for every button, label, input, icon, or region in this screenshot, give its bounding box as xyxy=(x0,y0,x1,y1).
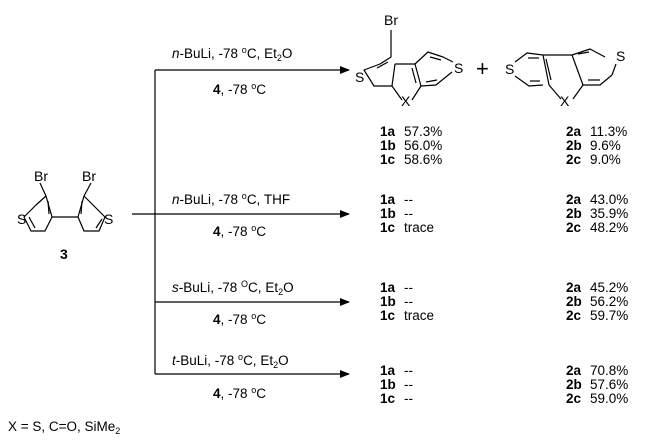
starting-material-s-right: S xyxy=(104,211,114,227)
route-3-result-row: 1a-- xyxy=(380,280,413,295)
route-2-result-row: 1b-- xyxy=(380,206,413,221)
product-2-s-right: S xyxy=(616,48,626,64)
starting-material-label: 3 xyxy=(60,246,68,262)
route-2-conditions-above: n-BuLi, -78 oC, THF xyxy=(172,191,291,208)
route-4-conditions-above: t-BuLi, -78 oC, Et2O xyxy=(172,352,289,370)
route-3-conditions-above: s-BuLi, -78 OC, Et2O xyxy=(172,279,294,297)
product-2-structure xyxy=(514,48,617,100)
route-4-result-row: 1c-- xyxy=(380,391,413,406)
plus-sign: + xyxy=(476,56,489,81)
product-1-structure xyxy=(363,30,454,101)
product-1-s-right: S xyxy=(454,60,464,76)
route-1-conditions-above: n-BuLi, -78 oC, Et2O xyxy=(172,45,293,63)
starting-material-br-right: Br xyxy=(82,168,96,184)
route-2-result-row: 1a-- xyxy=(380,192,413,207)
product-2-s-left: S xyxy=(505,61,515,77)
route-4-result-row: 1b-- xyxy=(380,377,413,392)
substituent-footnote: X = S, C=O, SiMe2 xyxy=(8,419,121,436)
starting-material-br-left: Br xyxy=(34,168,48,184)
reaction-arrows xyxy=(132,66,350,378)
route-3-conditions-below: 4, -78 oC xyxy=(213,311,267,328)
product-2-x: X xyxy=(560,93,570,109)
starting-material-structure xyxy=(23,182,106,232)
product-1-x: X xyxy=(401,93,411,109)
product-1-s-left: S xyxy=(355,69,365,85)
product-1-br: Br xyxy=(384,12,398,28)
route-4-result-row: 1a-- xyxy=(380,363,413,378)
route-4-conditions-below: 4, -78 oC xyxy=(213,385,267,402)
route-2-conditions-below: 4, -78 oC xyxy=(213,223,267,240)
route-1-conditions-below: 4, -78 oC xyxy=(213,81,267,98)
starting-material-s-left: S xyxy=(17,211,27,227)
route-3-result-row: 1b-- xyxy=(380,294,413,309)
